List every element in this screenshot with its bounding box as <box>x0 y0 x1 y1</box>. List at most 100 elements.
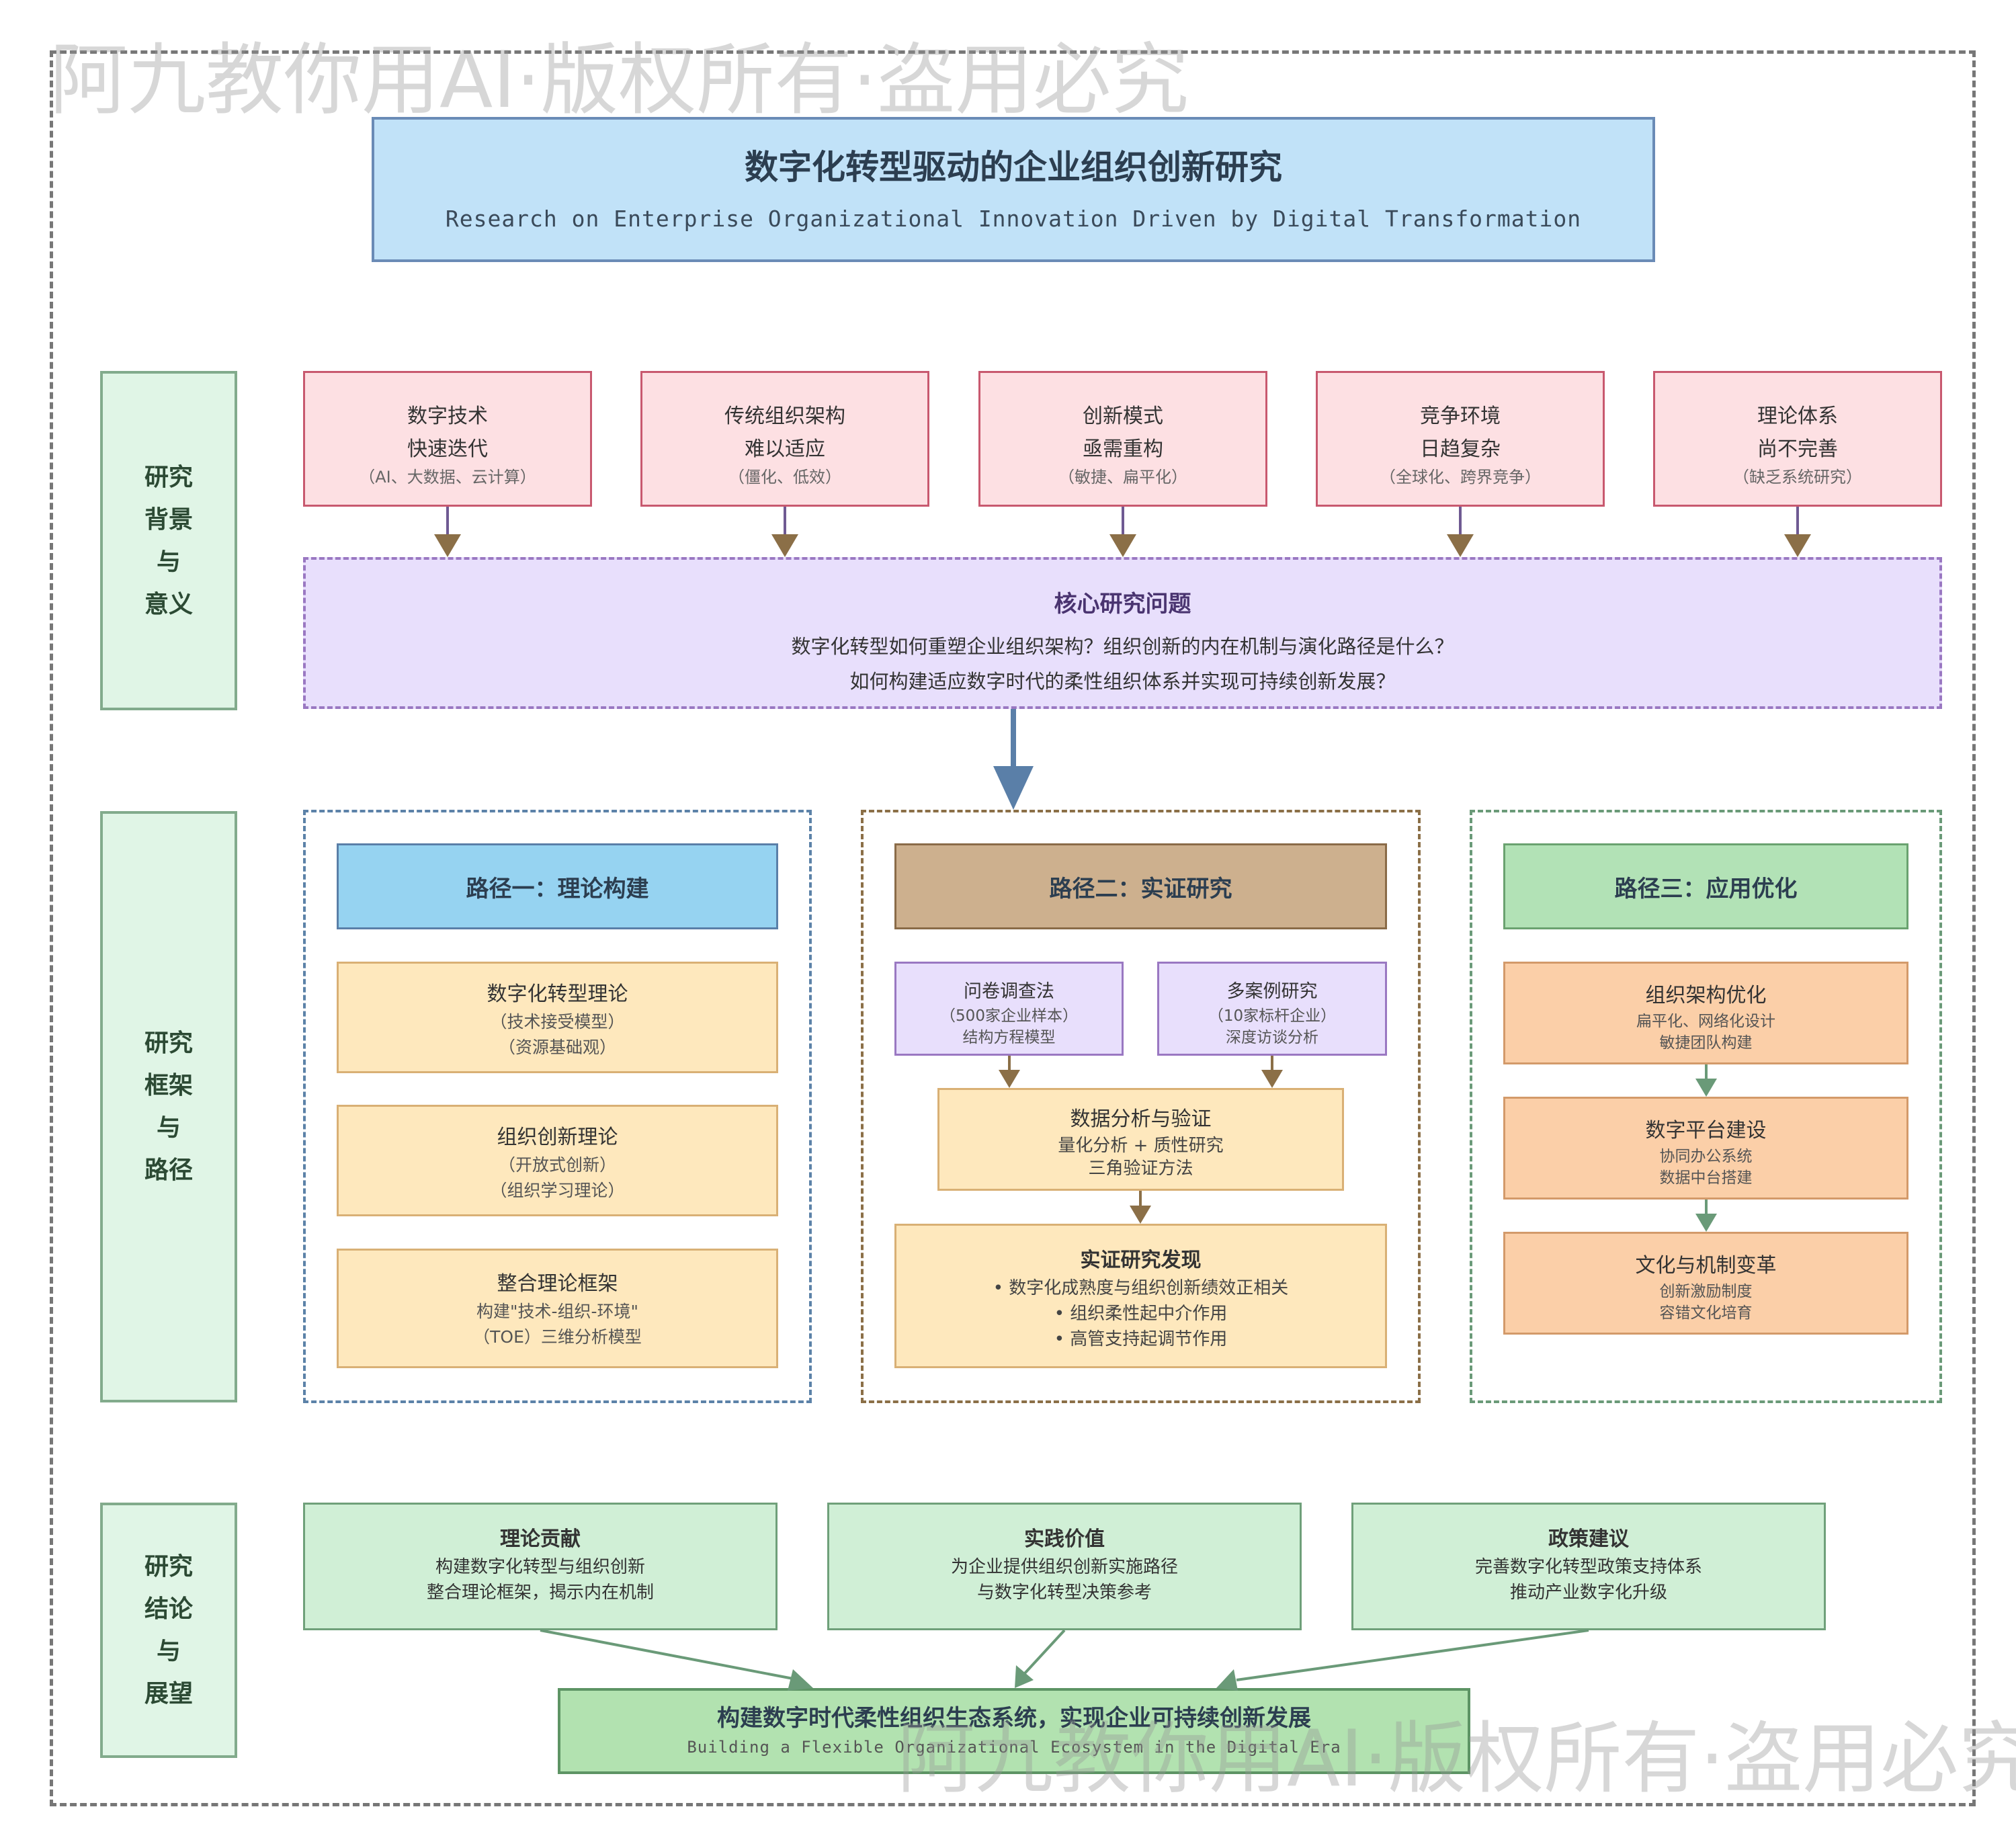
section-label-line: 结论 <box>144 1595 193 1623</box>
section-label-line: 意义 <box>144 590 193 618</box>
arrow-path3-internal <box>1695 1064 1717 1232</box>
conclusion-item: 理论贡献 构建数字化转型与组织创新 整合理论框架，揭示内在机制 <box>303 1503 778 1630</box>
background-item-line2: 难以适应 <box>745 437 825 461</box>
background-item-line1: 竞争环境 <box>1420 405 1501 428</box>
path1-item: 整合理论框架 构建"技术-组织-环境" （TOE）三维分析模型 <box>337 1249 778 1368</box>
conclusion-detail: 推动产业数字化升级 <box>1509 1583 1667 1603</box>
background-item: 传统组织架构 难以适应 （僵化、低效） <box>640 371 929 507</box>
path2-method-detail: 结构方程模型 <box>962 1029 1056 1046</box>
path1-item-detail: 构建"技术-组织-环境" <box>476 1302 639 1321</box>
section-label-background: 研究 背景 与 意义 <box>100 371 237 710</box>
path1-item-title: 数字化转型理论 <box>487 982 628 1006</box>
path3-header: 路径三：应用优化 <box>1503 843 1908 929</box>
core-question-line: 如何构建适应数字时代的柔性组织体系并实现可持续创新发展？ <box>849 670 1396 693</box>
background-item-line1: 数字技术 <box>407 405 488 428</box>
background-item: 理论体系 尚不完善 （缺乏系统研究） <box>1653 371 1942 507</box>
core-question-title: 核心研究问题 <box>1054 591 1191 618</box>
path1-item-detail: （资源基础观） <box>498 1038 616 1057</box>
path1-item-title: 整合理论框架 <box>497 1272 618 1296</box>
background-item-line1: 传统组织架构 <box>724 405 845 428</box>
path2-findings: 实证研究发现 • 数字化成熟度与组织创新绩效正相关 • 组织柔性起中介作用 • … <box>894 1224 1387 1368</box>
conclusion-detail: 为企业提供组织创新实施路径 <box>950 1557 1178 1577</box>
final-goal-subtitle: Building a Flexible Organizational Ecosy… <box>687 1738 1341 1757</box>
section-label-framework: 研究 框架 与 路径 <box>100 811 237 1402</box>
background-item-line1: 创新模式 <box>1083 405 1163 428</box>
background-item-note: （敏捷、扁平化） <box>1058 468 1187 487</box>
title-box: 数字化转型驱动的企业组织创新研究 Research on Enterprise … <box>372 117 1655 262</box>
path2-method-detail: 深度访谈分析 <box>1226 1029 1318 1046</box>
path2-analysis-detail: 三角验证方法 <box>1088 1159 1193 1179</box>
page-title: 数字化转型驱动的企业组织创新研究 <box>745 148 1282 187</box>
background-item-line2: 尚不完善 <box>1757 437 1838 461</box>
background-item-line2: 快速迭代 <box>407 437 488 461</box>
path3-item-detail: 敏捷团队构建 <box>1659 1034 1753 1052</box>
path1-header: 路径一：理论构建 <box>337 843 778 929</box>
path2-analysis-detail: 量化分析 + 质性研究 <box>1058 1136 1224 1156</box>
path2-method-detail: （10家标杆企业） <box>1208 1007 1337 1025</box>
section-label-line: 研究 <box>144 1030 193 1057</box>
path1-item: 组织创新理论 （开放式创新） （组织学习理论） <box>337 1105 778 1216</box>
path1-item-detail: （技术接受模型） <box>490 1012 625 1032</box>
background-item-line2: 日趋复杂 <box>1420 437 1501 461</box>
section-label-line: 研究 <box>144 1553 193 1581</box>
path3-item-title: 数字平台建设 <box>1645 1119 1767 1142</box>
path2-analysis-title: 数据分析与验证 <box>1070 1107 1212 1131</box>
page-subtitle: Research on Enterprise Organizational In… <box>445 206 1582 232</box>
path1-item: 数字化转型理论 （技术接受模型） （资源基础观） <box>337 962 778 1073</box>
section-label-line: 与 <box>156 548 181 576</box>
path3-item: 组织架构优化 扁平化、网络化设计 敏捷团队构建 <box>1503 962 1908 1064</box>
background-item-line1: 理论体系 <box>1757 405 1838 428</box>
path3-item: 数字平台建设 协同办公系统 数据中台搭建 <box>1503 1097 1908 1200</box>
conclusion-item: 政策建议 完善数字化转型政策支持体系 推动产业数字化升级 <box>1351 1503 1826 1630</box>
section-label-line: 路径 <box>144 1157 193 1184</box>
path2-container <box>861 810 1421 1403</box>
conclusion-detail: 完善数字化转型政策支持体系 <box>1474 1557 1702 1577</box>
path2-method: 问卷调查法 （500家企业样本） 结构方程模型 <box>894 962 1124 1056</box>
path2-findings-title: 实证研究发现 <box>1080 1249 1202 1272</box>
section-label-line: 框架 <box>144 1072 193 1099</box>
core-question-box: 核心研究问题 数字化转型如何重塑企业组织架构？组织创新的内在机制与演化路径是什么… <box>303 557 1942 709</box>
path2-method: 多案例研究 （10家标杆企业） 深度访谈分析 <box>1157 962 1387 1056</box>
conclusion-detail: 构建数字化转型与组织创新 <box>435 1557 645 1577</box>
outer-frame <box>50 50 1976 1806</box>
background-item-note: （AI、大数据、云计算） <box>359 468 536 487</box>
conclusion-item: 实践价值 为企业提供组织创新实施路径 与数字化转型决策参考 <box>827 1503 1302 1630</box>
path1-item-detail: （开放式创新） <box>498 1155 616 1175</box>
path2-method-detail: （500家企业样本） <box>940 1007 1078 1025</box>
core-question-line: 数字化转型如何重塑企业组织架构？组织创新的内在机制与演化路径是什么？ <box>791 635 1454 658</box>
watermark-top: 阿九教你用AI·版权所有·盗用必究 <box>50 35 1189 126</box>
conclusion-title: 政策建议 <box>1548 1527 1629 1551</box>
path1-container <box>303 810 812 1403</box>
path2-finding-item: • 数字化成熟度与组织创新绩效正相关 <box>993 1278 1289 1298</box>
final-goal-box: 构建数字时代柔性组织生态系统，实现企业可持续创新发展 Building a Fl… <box>558 1688 1470 1774</box>
arrow-path2-internal <box>999 1056 1283 1224</box>
arrow-conclusions-to-final <box>540 1629 1589 1691</box>
path2-method-title: 多案例研究 <box>1226 981 1318 1002</box>
section-label-line: 研究 <box>144 463 193 491</box>
path1-item-detail: （组织学习理论） <box>490 1181 625 1200</box>
section-label-line: 背景 <box>144 505 193 534</box>
path1-item-detail: （TOE）三维分析模型 <box>473 1327 642 1347</box>
final-goal-title: 构建数字时代柔性组织生态系统，实现企业可持续创新发展 <box>717 1705 1311 1732</box>
path1-item-title: 组织创新理论 <box>497 1126 618 1149</box>
arrow-core-to-path2 <box>993 709 1034 810</box>
path3-item-detail: 容错文化培育 <box>1659 1304 1753 1322</box>
conclusion-detail: 与数字化转型决策参考 <box>976 1583 1152 1603</box>
path2-finding-item: • 高管支持起调节作用 <box>1054 1329 1228 1349</box>
path3-item-title: 组织架构优化 <box>1645 984 1767 1007</box>
path3-item-detail: 扁平化、网络化设计 <box>1636 1013 1775 1030</box>
conclusion-detail: 整合理论框架，揭示内在机制 <box>426 1583 654 1603</box>
path2-method-title: 问卷调查法 <box>964 981 1054 1002</box>
path3-item-detail: 数据中台搭建 <box>1659 1169 1753 1187</box>
path2-finding-item: • 组织柔性起中介作用 <box>1054 1304 1228 1324</box>
path2-analysis: 数据分析与验证 量化分析 + 质性研究 三角验证方法 <box>937 1088 1344 1191</box>
background-item: 竞争环境 日趋复杂 （全球化、跨界竞争） <box>1316 371 1605 507</box>
background-item-note: （全球化、跨界竞争） <box>1380 468 1541 487</box>
section-label-line: 与 <box>156 1114 181 1142</box>
section-label-line: 与 <box>156 1638 181 1665</box>
conclusion-title: 实践价值 <box>1024 1527 1105 1551</box>
path3-item-title: 文化与机制变革 <box>1635 1254 1777 1277</box>
path3-item-detail: 创新激励制度 <box>1659 1283 1753 1300</box>
path3-container <box>1470 810 1942 1403</box>
